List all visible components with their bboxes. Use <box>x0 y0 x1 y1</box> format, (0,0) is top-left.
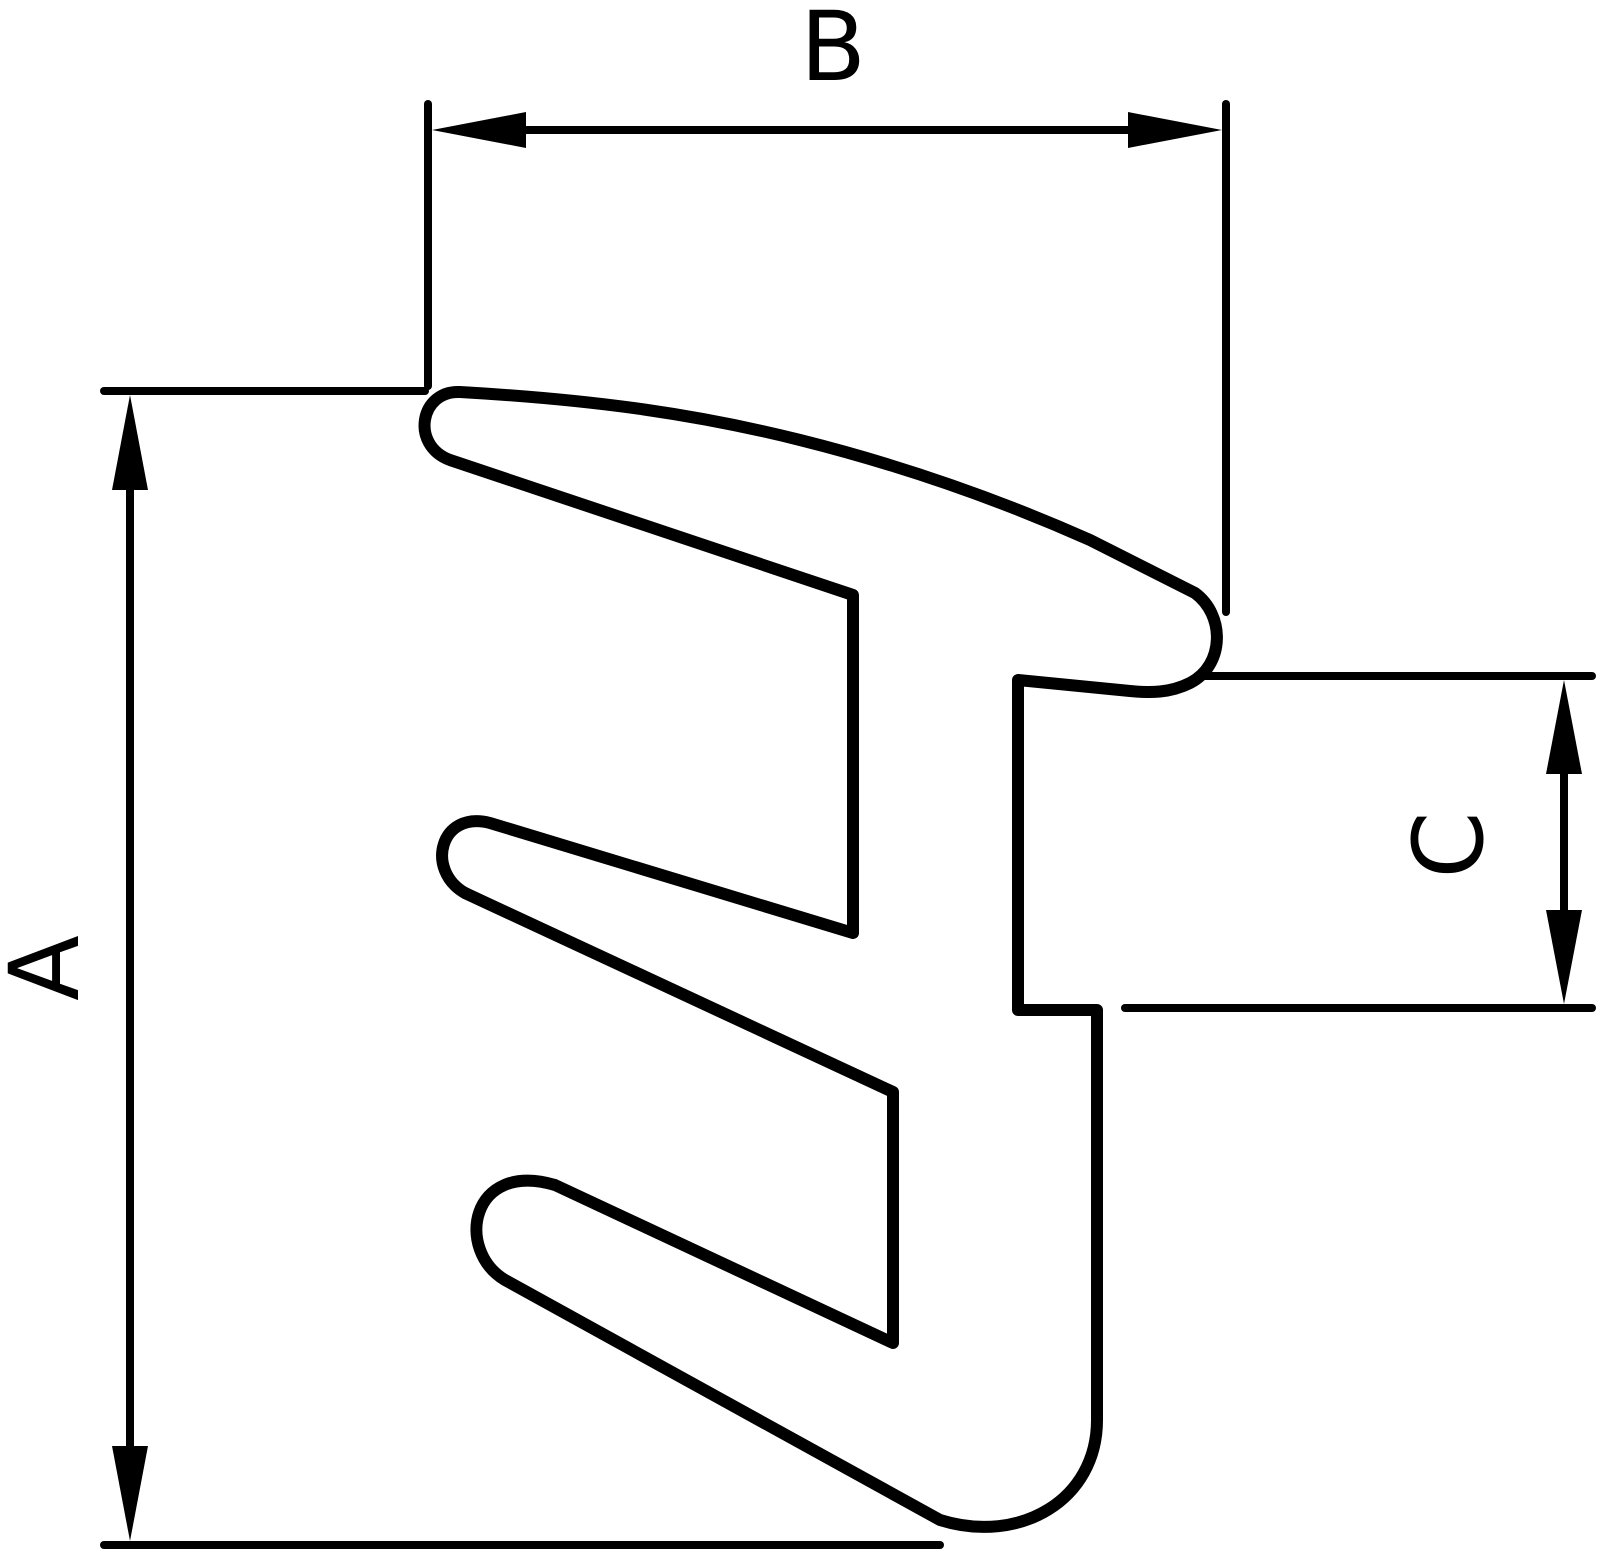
dim-b-arrow-left-icon <box>432 112 526 148</box>
dim-c-arrow-top-icon <box>1546 680 1582 774</box>
dim-c-label: C <box>1393 811 1505 878</box>
dimension-c: C <box>1121 672 1596 1012</box>
dimension-a: A <box>0 387 944 1549</box>
dim-b-arrow-right-icon <box>1128 112 1222 148</box>
seal-profile-outline <box>418 386 1223 1533</box>
dim-b-label: B <box>800 0 866 103</box>
dim-a-label: A <box>0 935 101 1001</box>
dimension-b: B <box>424 0 1230 616</box>
dim-c-arrow-bottom-icon <box>1546 910 1582 1004</box>
dim-a-arrow-bottom-icon <box>112 1446 148 1541</box>
dim-a-arrow-top-icon <box>112 395 148 490</box>
